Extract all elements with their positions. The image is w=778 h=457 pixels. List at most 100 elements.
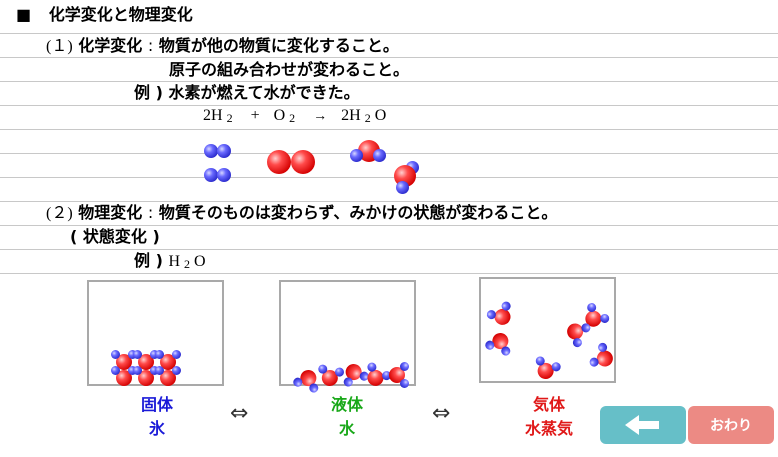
state-label-gas: 気体 水蒸気: [509, 393, 589, 441]
state-label-solid: 固体 氷: [127, 393, 187, 441]
water-molecule: [387, 362, 409, 388]
state-name: 液体: [330, 395, 363, 414]
liquid-container: [279, 280, 416, 394]
hydrogen-atom: [133, 350, 142, 359]
title-bullet: ■: [16, 5, 32, 24]
hydrogen-atom: [155, 366, 164, 375]
solid-container: [87, 280, 224, 386]
hydrogen-atom: [217, 168, 231, 182]
eq-h2o-b: O: [374, 107, 387, 124]
chemical-example: 例 ) 水素が燃えて水ができた。: [134, 83, 360, 103]
hydrogen-atom: [396, 181, 409, 194]
oxygen-atom: [138, 354, 154, 370]
water-molecule: [485, 299, 517, 331]
water-molecule: [155, 350, 181, 372]
eq-h2: 2H: [203, 107, 223, 124]
state-label-liquid: 液体 水: [317, 393, 377, 441]
water-molecule: [155, 366, 181, 388]
physical-example-h: H: [168, 253, 181, 270]
water-molecule: [111, 350, 137, 372]
hydrogen-atom: [155, 350, 164, 359]
hydrogen-atom: [150, 366, 159, 375]
title-text: 化学変化と物理変化: [48, 5, 193, 24]
rule-line: [0, 273, 778, 274]
chemical-colon: :: [147, 36, 154, 55]
rule-line: [0, 225, 778, 226]
left-arrow-icon: [625, 415, 659, 435]
oxygen-atom: [291, 150, 315, 174]
back-button[interactable]: [600, 406, 686, 444]
state-substance: 水: [338, 419, 355, 438]
rule-line: [0, 249, 778, 250]
hydrogen-atom: [499, 345, 512, 357]
double-arrow-icon: ⇔: [432, 401, 451, 426]
oxygen-atom: [116, 370, 132, 386]
state-name: 気体: [532, 395, 565, 414]
hydrogen-atom: [350, 149, 363, 162]
hydrogen-atom: [133, 366, 142, 375]
eq-h2o-a: 2H: [341, 107, 361, 124]
rule-line: [0, 105, 778, 106]
hydrogen-atom: [111, 350, 120, 359]
gas-container: [479, 277, 616, 383]
eq-arrow: →: [313, 109, 328, 124]
rule-line: [0, 57, 778, 58]
water-molecule: [133, 350, 159, 372]
hydrogen-atom: [172, 350, 181, 359]
hydrogen-atom: [400, 362, 409, 371]
page-title: ■ 化学変化と物理変化: [16, 5, 193, 25]
water-molecule: [484, 328, 514, 357]
state-change-label: ( 状態変化 ): [70, 227, 160, 246]
state-substance: 氷: [148, 419, 165, 438]
chemical-example-prefix: 例 ): [134, 83, 163, 102]
state-name: 固体: [140, 395, 173, 414]
state-substance: 水蒸気: [524, 419, 573, 438]
rule-line: [0, 129, 778, 130]
end-button[interactable]: おわり: [688, 406, 774, 444]
eq-h2-sub: 2: [226, 111, 233, 125]
physical-number: (２): [46, 205, 73, 222]
oxygen-atom: [267, 150, 291, 174]
physical-colon: :: [147, 203, 154, 222]
chemical-number: (１): [46, 38, 73, 55]
hydrogen-atom: [111, 366, 120, 375]
hydrogen-atom: [373, 149, 386, 162]
eq-o2-sub: 2: [289, 111, 296, 125]
eq-h2o-sub: 2: [364, 111, 371, 125]
oxygen-atom: [160, 354, 176, 370]
rule-line: [0, 81, 778, 82]
oxygen-atom: [160, 370, 176, 386]
physical-example-prefix: 例 ): [134, 251, 163, 270]
oxygen-atom: [116, 354, 132, 370]
water-molecule: [111, 366, 137, 388]
physical-example-sub: 2: [184, 257, 191, 271]
physical-term: 物理変化: [78, 203, 143, 222]
chemical-definition-row: (１) 化学変化 : 物質が他の物質に変化すること。: [46, 36, 399, 57]
water-molecule: [587, 341, 619, 373]
chemical-def2: 原子の組み合わせが変わること。: [169, 60, 410, 79]
end-button-label: おわり: [710, 418, 752, 434]
chemical-def1: 物質が他の物質に変化すること。: [158, 36, 399, 55]
hydrogen-atom: [204, 144, 218, 158]
water-molecule: [317, 363, 345, 389]
physical-def: 物質そのものは変わらず、みかけの状態が変わること。: [158, 203, 558, 222]
hydrogen-atom: [204, 168, 218, 182]
double-arrow-icon: ⇔: [230, 401, 249, 426]
rule-line: [0, 153, 778, 154]
oxygen-atom: [138, 370, 154, 386]
rule-line: [0, 201, 778, 202]
hydrogen-atom: [172, 366, 181, 375]
chemical-term: 化学変化: [78, 36, 143, 55]
physical-definition-row: (２) 物理変化 : 物質そのものは変わらず、みかけの状態が変わること。: [46, 203, 557, 224]
water-molecule: [532, 355, 562, 384]
rule-line: [0, 177, 778, 178]
hydrogen-atom: [217, 144, 231, 158]
eq-o2: O: [273, 107, 286, 124]
physical-example-o: O: [194, 253, 206, 270]
water-molecule: [133, 366, 159, 388]
rule-line: [0, 33, 778, 34]
hydrogen-atom: [150, 350, 159, 359]
hydrogen-atom: [128, 350, 137, 359]
